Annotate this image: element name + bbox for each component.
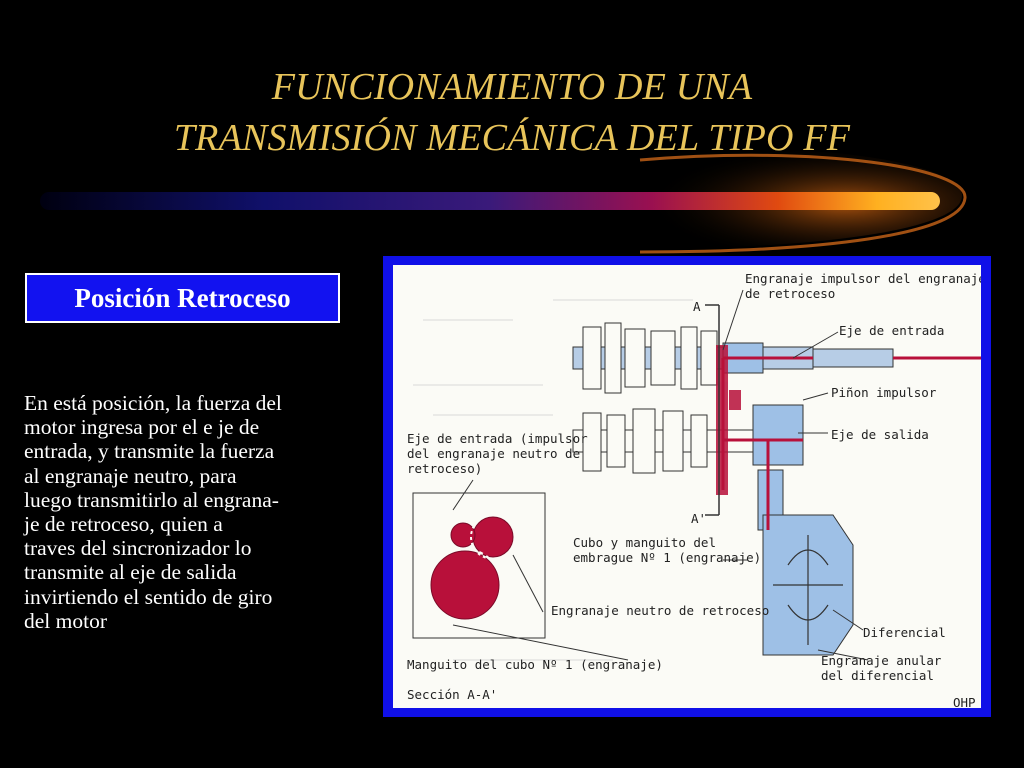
label-a-bottom: A' [691, 511, 707, 526]
transmission-diagram: A A' Engranaje impulsor del engranaje ne… [393, 265, 981, 708]
label-idler-gear: Engranaje neutro de retroceso [551, 603, 770, 618]
label-a-top: A [693, 299, 701, 314]
label-idler-drive: Engranaje impulsor del engranaje neutro … [745, 271, 981, 301]
description-line: je de retroceso, quien a [24, 512, 223, 537]
description-line: del motor [24, 608, 107, 633]
label-drive-pinion: Piñon impulsor [831, 385, 937, 400]
label-section: Sección A-A' [407, 687, 498, 702]
label-corner-code: OHP [953, 695, 976, 708]
title-line-1: FUNCIONAMIENTO DE UNA [271, 66, 753, 108]
label-hub-sleeve: Cubo y manguito del embrague Nº 1 (engra… [573, 535, 762, 565]
transmission-diagram-drawing [412, 289, 981, 661]
description-line: invirtiendo el sentido de giro [24, 584, 273, 609]
description-line: entrada, y transmite la fuerza [24, 439, 275, 464]
description-line: En está posición, la fuerza del [24, 391, 282, 415]
label-differential: Diferencial [863, 625, 946, 640]
description-line: al engranaje neutro, para [24, 463, 237, 488]
position-badge: Posición Retroceso [25, 273, 340, 323]
label-ring-gear: Engranaje anular del diferencial [821, 653, 942, 683]
description-line: luego transmitirlo al engrana- [24, 487, 279, 512]
label-hub-sleeve-gear: Manguito del cubo Nº 1 (engranaje) [407, 657, 663, 672]
label-input-impulsor: Eje de entrada (impulsor del engranaje n… [407, 431, 588, 476]
idler-gear-illustration [430, 516, 514, 620]
description-line: traves del sincronizador lo [24, 536, 252, 561]
slide-title: FUNCIONAMIENTO DE UNA TRANSMISIÓN MECÁNI… [0, 62, 1024, 164]
label-input-shaft: Eje de entrada [839, 323, 945, 338]
label-output-shaft: Eje de salida [831, 427, 929, 442]
decorative-swoosh [40, 149, 967, 254]
description-text: En está posición, la fuerza del motor in… [24, 391, 362, 633]
description-line: motor ingresa por el e je de [24, 415, 260, 440]
description-line: transmite al eje de salida [24, 560, 237, 585]
transmission-diagram-frame: A A' Engranaje impulsor del engranaje ne… [383, 256, 991, 717]
